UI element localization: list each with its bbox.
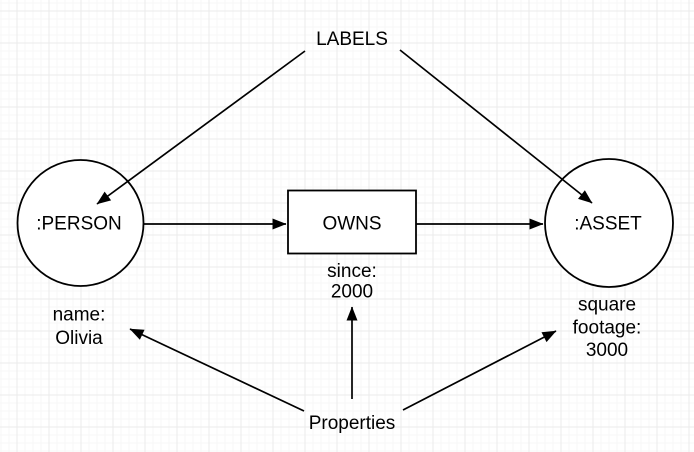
person-node-circle[interactable] [16, 159, 145, 287]
person-property-line[interactable]: name: [53, 305, 106, 326]
labels-annotation[interactable]: LABELS [316, 29, 388, 50]
owns-property-line[interactable]: since: [327, 261, 377, 282]
arrow-labels-to-person[interactable] [96, 50, 306, 205]
properties-annotation[interactable]: Properties [309, 413, 396, 434]
arrow-properties-to-person-property[interactable] [129, 328, 305, 412]
arrow-properties-to-asset-property[interactable] [402, 330, 557, 411]
owns-relationship-label[interactable]: OWNS [322, 214, 381, 235]
asset-property-line[interactable]: footage: [573, 318, 642, 339]
asset-property-line[interactable]: 3000 [586, 340, 628, 361]
owns-property-line[interactable]: 2000 [331, 282, 373, 303]
person-node-label[interactable]: :PERSON [36, 214, 122, 235]
person-property-line[interactable]: Olivia [55, 328, 103, 349]
owns-relationship-box[interactable] [287, 189, 417, 255]
asset-node-label[interactable]: :ASSET [574, 214, 642, 235]
asset-property-line[interactable]: square [578, 295, 636, 316]
arrow-labels-to-asset[interactable] [399, 49, 593, 204]
